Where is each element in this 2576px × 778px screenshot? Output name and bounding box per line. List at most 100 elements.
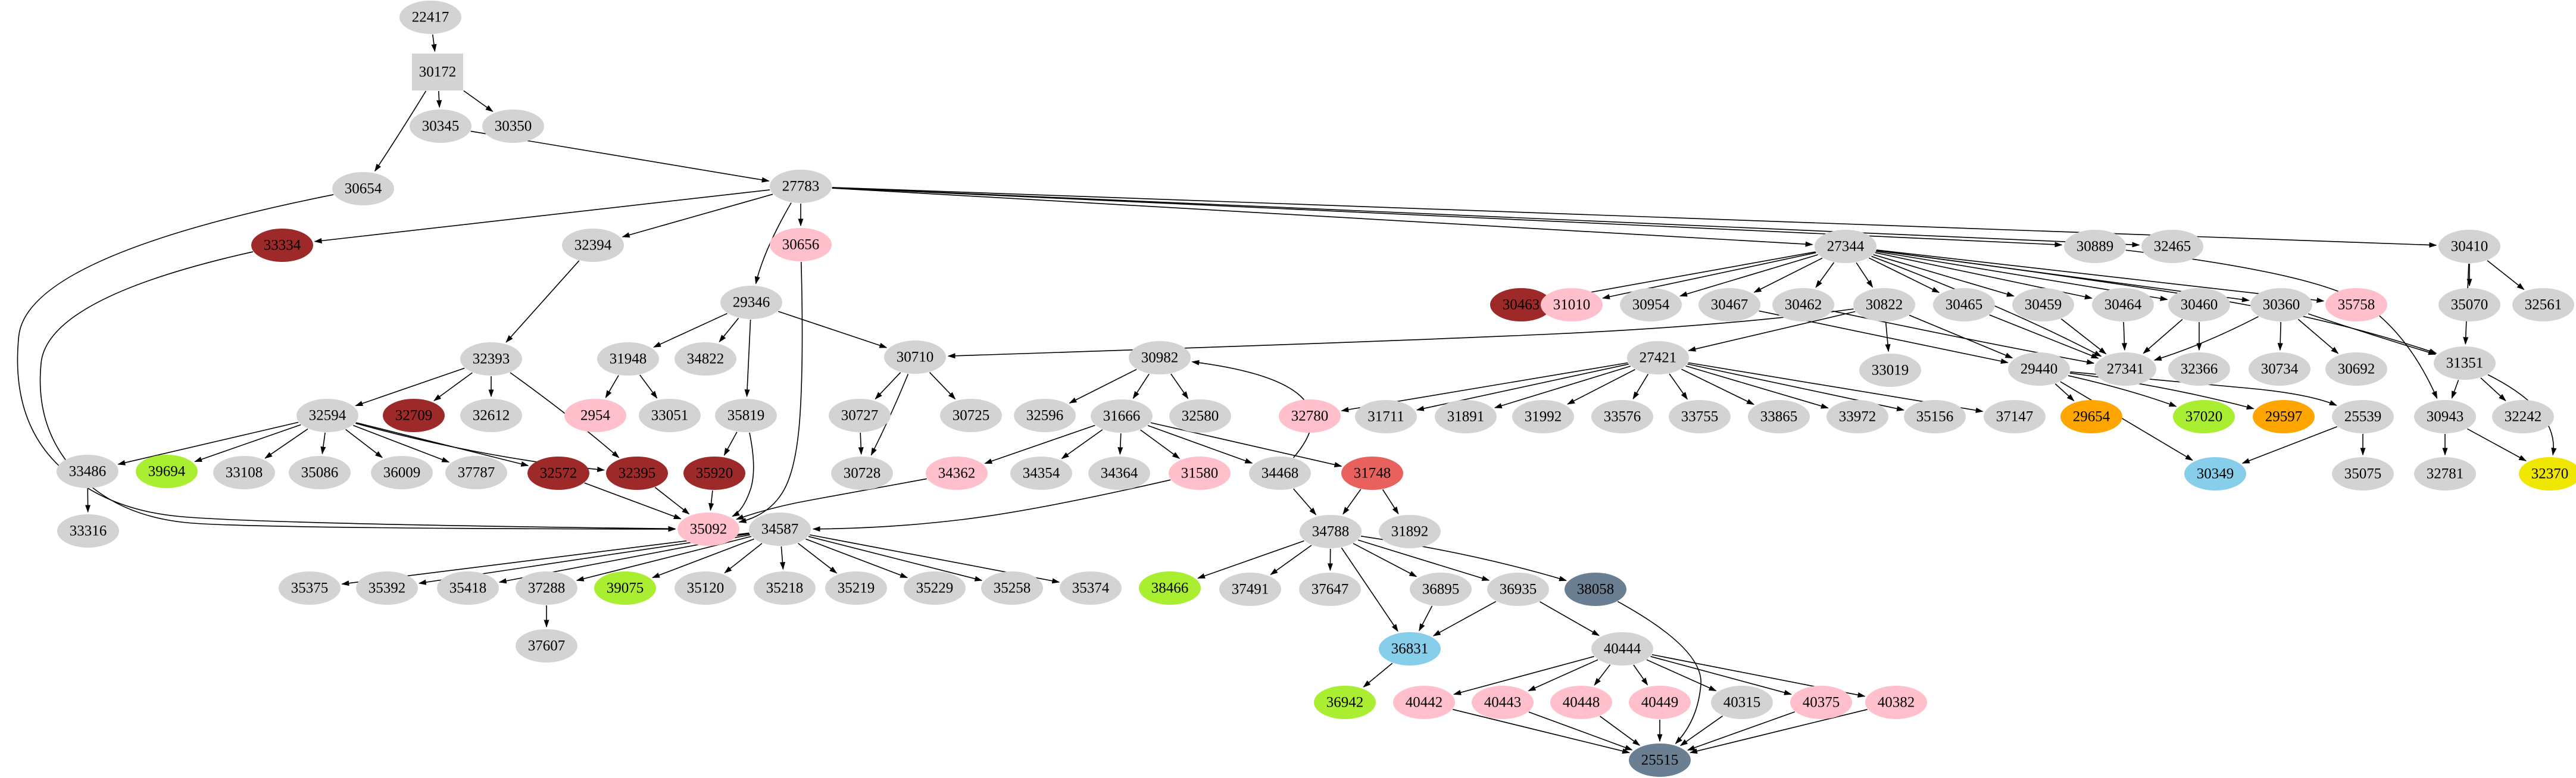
graph-edge-36935-40444 xyxy=(1540,601,1600,636)
node-label-38058: 38058 xyxy=(1577,582,1615,598)
node-shape-31892 xyxy=(1379,515,1441,548)
graph-edge-27344-27341 xyxy=(1871,255,2102,357)
graph-edge-31748-34788 xyxy=(1342,489,1362,515)
graph-node-30464: 30464 xyxy=(2092,288,2154,321)
node-shape-33865 xyxy=(1748,400,1810,433)
node-label-31711: 31711 xyxy=(1367,409,1404,425)
node-shape-32596 xyxy=(1014,399,1076,432)
graph-edge-27344-30459 xyxy=(1873,254,2015,297)
graph-edge-27344-30465 xyxy=(1868,257,1940,293)
graph-edge-27421-31891 xyxy=(1494,365,1631,408)
graph-edge-29440-29654 xyxy=(2054,383,2075,402)
graph-node-33316: 33316 xyxy=(57,514,119,548)
node-shape-25515 xyxy=(1629,743,1691,777)
node-label-32561: 32561 xyxy=(2525,297,2562,313)
node-shape-30954 xyxy=(1620,288,1682,321)
graph-node-35120: 35120 xyxy=(675,571,736,605)
graph-edge-27783-30889 xyxy=(832,187,2063,248)
graph-edge-34587-35375 xyxy=(341,532,750,586)
node-label-31892: 31892 xyxy=(1391,524,1429,540)
graph-edge-32393-32709 xyxy=(433,372,473,401)
graph-edge-40448-25515 xyxy=(1600,715,1641,746)
graph-node-37607: 37607 xyxy=(516,629,577,663)
graph-node-29440: 29440 xyxy=(2008,352,2070,386)
node-shape-30464 xyxy=(2092,288,2154,321)
graph-node-31892: 31892 xyxy=(1379,515,1441,548)
graph-node-33865: 33865 xyxy=(1748,400,1810,433)
graph-edge-27421-33972 xyxy=(1685,365,1829,409)
node-shape-38466 xyxy=(1139,571,1201,605)
node-label-35418: 35418 xyxy=(449,580,487,596)
graph-edge-30710-30727 xyxy=(875,372,901,400)
graph-edge-34587-35258 xyxy=(808,536,983,582)
graph-node-35086: 35086 xyxy=(289,456,351,489)
node-label-30465: 30465 xyxy=(1946,297,1983,313)
node-label-29597: 29597 xyxy=(2265,409,2303,425)
node-label-35070: 35070 xyxy=(2451,297,2488,313)
graph-edge-30360-30734 xyxy=(2277,321,2283,351)
node-label-35120: 35120 xyxy=(687,580,725,596)
node-shape-32395 xyxy=(606,457,668,490)
node-shape-35075 xyxy=(2332,457,2394,490)
graph-node-38058: 38058 xyxy=(1565,573,1626,606)
graph-node-32561: 32561 xyxy=(2512,288,2574,321)
node-shape-35819 xyxy=(715,399,777,432)
node-shape-39075 xyxy=(594,571,656,605)
graph-edge-35920-35092 xyxy=(708,490,714,511)
node-label-32394: 32394 xyxy=(574,238,612,254)
node-label-35218: 35218 xyxy=(766,580,804,596)
node-shape-35219 xyxy=(825,571,887,605)
graph-node-34822: 34822 xyxy=(675,342,736,376)
graph-edge-27344-30954 xyxy=(1679,254,1818,297)
graph-node-36009: 36009 xyxy=(371,456,433,489)
node-shape-34364 xyxy=(1088,457,1150,490)
graph-node-31992: 31992 xyxy=(1512,400,1574,433)
node-label-32780: 32780 xyxy=(1291,408,1329,424)
graph-edge-34788-38466 xyxy=(1197,540,1304,579)
node-shape-31992 xyxy=(1512,400,1574,433)
graph-edge-32572-35092 xyxy=(584,482,682,520)
node-label-25539: 25539 xyxy=(2344,409,2382,425)
node-shape-30463 xyxy=(1490,288,1552,321)
graph-edge-36935-36831 xyxy=(1432,601,1497,636)
node-label-32393: 32393 xyxy=(473,351,510,367)
graph-node-33334: 33334 xyxy=(251,229,313,262)
node-label-31992: 31992 xyxy=(1525,409,1562,425)
node-label-34354: 34354 xyxy=(1023,465,1060,482)
node-label-35375: 35375 xyxy=(291,580,329,596)
node-shape-32366 xyxy=(2168,352,2230,386)
graph-edge-35819-35092 xyxy=(732,432,754,517)
graph-edge-29346-34822 xyxy=(719,317,739,343)
graph-node-30654: 30654 xyxy=(332,172,394,205)
node-label-29346: 29346 xyxy=(733,295,770,311)
node-label-34362: 34362 xyxy=(938,465,976,482)
graph-node-35156: 35156 xyxy=(1904,400,1966,433)
graph-node-31948: 31948 xyxy=(597,342,659,376)
graph-node-30734: 30734 xyxy=(2249,352,2310,386)
node-label-40443: 40443 xyxy=(1484,695,1522,711)
graph-node-37288: 37288 xyxy=(516,571,577,605)
node-shape-33334 xyxy=(251,229,313,262)
node-shape-33972 xyxy=(1826,400,1888,433)
node-shape-30725 xyxy=(940,399,1002,432)
node-shape-37020 xyxy=(2173,400,2235,433)
node-label-37647: 37647 xyxy=(1312,582,1349,598)
graph-node-30725: 30725 xyxy=(940,399,1002,432)
node-label-32709: 32709 xyxy=(395,408,433,424)
node-label-30734: 30734 xyxy=(2261,361,2299,377)
graph-node-37147: 37147 xyxy=(1984,400,2046,433)
graph-edge-40444-40443 xyxy=(1528,659,1598,692)
node-shape-30410 xyxy=(2438,230,2500,263)
node-label-32395: 32395 xyxy=(619,465,656,482)
graph-node-35374: 35374 xyxy=(1060,571,1122,605)
graph-node-30710: 30710 xyxy=(884,340,946,374)
node-shape-35374 xyxy=(1060,571,1122,605)
graph-edge-33334-35092 xyxy=(39,251,676,532)
node-label-36942: 36942 xyxy=(1326,695,1364,711)
node-label-33108: 33108 xyxy=(226,465,263,481)
graph-node-30350: 30350 xyxy=(482,110,544,143)
node-label-34587: 34587 xyxy=(761,521,799,538)
graph-edge-32594-35086 xyxy=(320,432,326,455)
graph-node-37787: 37787 xyxy=(445,456,507,489)
graph-node-22417: 22417 xyxy=(399,1,461,34)
